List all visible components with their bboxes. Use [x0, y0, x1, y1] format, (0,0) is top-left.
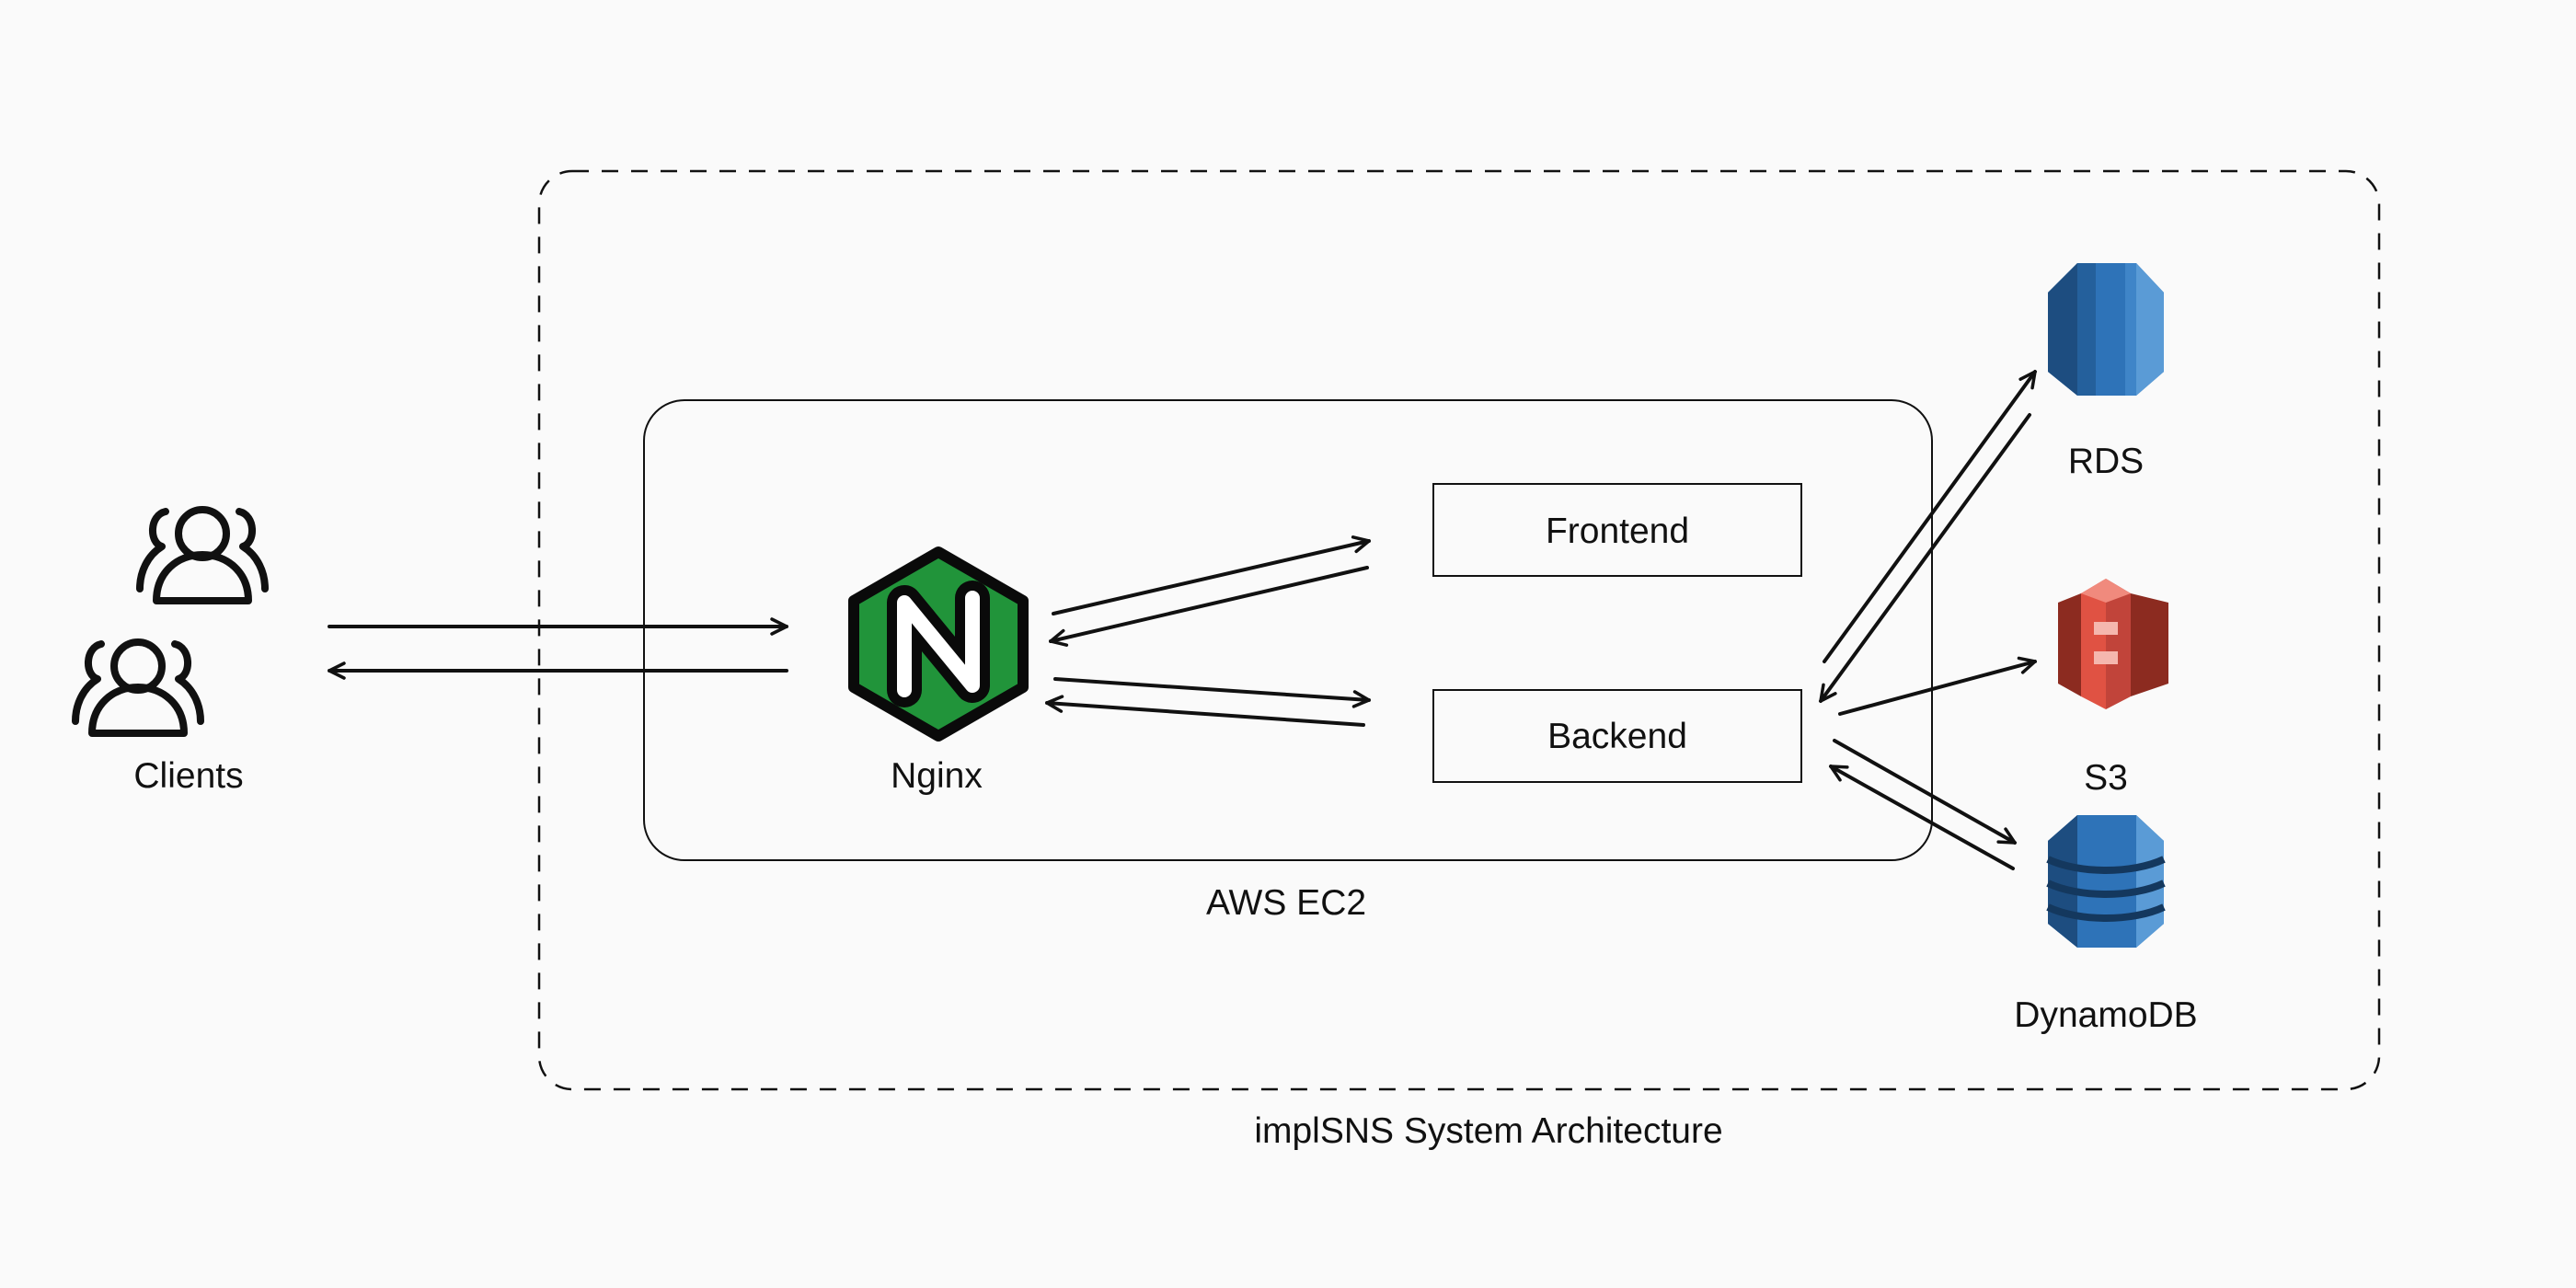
- arrow-backend-to-dynamodb: [1833, 739, 2017, 845]
- frontend-label: Frontend: [1546, 512, 1689, 551]
- dynamodb-label: DynamoDB: [2014, 995, 2197, 1035]
- arrow-dynamodb-to-backend: [1829, 765, 2015, 870]
- rds-label: RDS: [2068, 442, 2144, 481]
- arrow-frontend-to-nginx: [1049, 566, 1369, 647]
- diagram-title: implSNS System Architecture: [1254, 1111, 1722, 1151]
- arrow-backend-to-rds: [1823, 370, 2037, 663]
- arrow-rds-to-backend: [1819, 413, 2031, 703]
- nginx-label: Nginx: [891, 756, 983, 796]
- users-icon: [72, 506, 269, 737]
- frontend-node: Frontend: [1432, 483, 1802, 577]
- frontend-box: [1432, 483, 1802, 577]
- arrow-backend-to-s3: [1838, 656, 2037, 716]
- backend-label: Backend: [1547, 717, 1687, 756]
- s3-label: S3: [2084, 758, 2128, 798]
- aws-rds-icon: [2048, 263, 2164, 396]
- backend-node: Backend: [1432, 689, 1802, 783]
- ec2-container: [643, 399, 1933, 861]
- nginx-logo-icon: [848, 546, 1029, 742]
- aws-s3-icon: [2058, 579, 2168, 709]
- aws-dynamodb-icon: [2046, 815, 2166, 948]
- clients-label: Clients: [133, 756, 243, 796]
- ec2-label: AWS EC2: [1206, 883, 1366, 923]
- arrow-nginx-to-backend: [1053, 677, 1371, 708]
- arrow-backend-to-nginx: [1045, 695, 1365, 727]
- backend-box: [1432, 689, 1802, 783]
- system-boundary: [537, 169, 2381, 1091]
- arrow-nginx-to-frontend: [1052, 535, 1371, 615]
